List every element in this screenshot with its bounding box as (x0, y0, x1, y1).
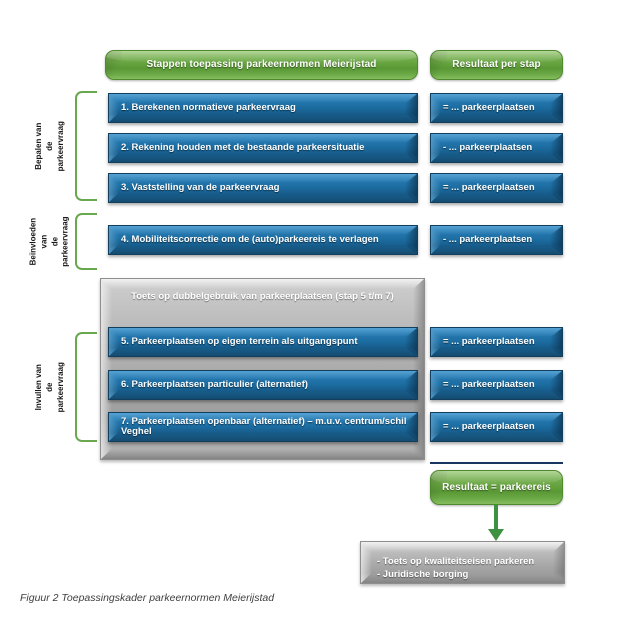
result-bar-1-label: = ... parkeerplaatsen (443, 101, 535, 113)
result-bar-6[interactable]: = ... parkeerplaatsen (430, 370, 563, 400)
bar-bevel-right (405, 226, 417, 254)
step-bar-6[interactable]: 6. Parkeerplaatsen particulier (alternat… (108, 370, 418, 400)
group-box-bevel-bottom (101, 449, 424, 459)
step-bar-2[interactable]: 2. Rekening houden met de bestaande park… (108, 133, 418, 163)
bar-bevel-bottom (431, 153, 562, 162)
bar-bevel-bottom (431, 113, 562, 122)
bar-bevel-right (550, 328, 562, 356)
phase-label-bepalen: Bepalen van de parkeervraag (28, 96, 72, 196)
bar-bevel-right (550, 134, 562, 162)
steps-column-header: Stappen toepassing parkeernormen Meierij… (105, 50, 418, 80)
phase-label-bepalen-text: Bepalen van de parkeervraag (33, 120, 65, 172)
final-requirements-box: - Toets op kwaliteitseisen parkeren - Ju… (360, 541, 565, 584)
step-bar-1-label: 1. Berekenen normatieve parkeervraag (121, 101, 296, 113)
bar-bevel-right (550, 94, 562, 122)
bar-bevel-bottom (431, 193, 562, 202)
result-bar-3[interactable]: = ... parkeerplaatsen (430, 173, 563, 203)
step-bar-7[interactable]: 7. Parkeerplaatsen openbaar (alternatief… (108, 412, 418, 442)
phase-bracket-beinvloeden (75, 213, 97, 270)
bar-bevel-right (405, 94, 417, 122)
result-bar-5-label: = ... parkeerplaatsen (443, 335, 535, 347)
steps-column-header-label: Stappen toepassing parkeernormen Meierij… (146, 59, 377, 71)
step-bar-5-label: 5. Parkeerplaatsen op eigen terrein als … (121, 335, 358, 347)
result-bar-4-label: - ... parkeerplaatsen (443, 233, 533, 245)
bar-bevel-bottom (109, 347, 417, 356)
results-column-header-label: Resultaat per stap (452, 59, 541, 71)
outcome-arrow-head (488, 529, 504, 541)
bar-bevel-right (550, 371, 562, 399)
phase-label-beinvloeden-text: Beïnvloeden van de parkeervraag (28, 216, 70, 268)
figure-caption: Figuur 2 Toepassingskader parkeernormen … (20, 592, 275, 604)
phase-bracket-invullen (75, 332, 97, 442)
bar-bevel-right (550, 174, 562, 202)
step-bar-6-label: 6. Parkeerplaatsen particulier (alternat… (121, 378, 308, 390)
step-bar-2-label: 2. Rekening houden met de bestaande park… (121, 141, 365, 153)
bar-bevel-bottom (109, 245, 417, 254)
result-bar-5[interactable]: = ... parkeerplaatsen (430, 327, 563, 357)
step-bar-3[interactable]: 3. Vaststelling van de parkeervraag (108, 173, 418, 203)
phase-label-beinvloeden: Beïnvloeden van de parkeervraag (28, 204, 72, 280)
bar-bevel-bottom (431, 245, 562, 254)
bar-bevel-bottom (431, 347, 562, 356)
bar-bevel-bottom (109, 113, 417, 122)
bar-bevel-bottom (431, 390, 562, 399)
bar-bevel-right (405, 134, 417, 162)
result-bar-3-label: = ... parkeerplaatsen (443, 181, 535, 193)
results-column-header: Resultaat per stap (430, 50, 563, 80)
bar-bevel-right (405, 174, 417, 202)
bar-bevel-right (550, 226, 562, 254)
outcome-box[interactable]: Resultaat = parkeereis (430, 470, 563, 505)
step-bar-3-label: 3. Vaststelling van de parkeervraag (121, 181, 280, 193)
group-box-title: Toets op dubbelgebruik van parkeerplaats… (131, 291, 394, 302)
phase-bracket-bepalen (75, 91, 97, 201)
step-bar-5[interactable]: 5. Parkeerplaatsen op eigen terrein als … (108, 327, 418, 357)
bar-bevel-bottom (431, 432, 562, 441)
result-bar-7-label: = ... parkeerplaatsen (443, 420, 535, 432)
step-bar-4[interactable]: 4. Mobiliteitscorrectie om de (auto)park… (108, 225, 418, 255)
result-bar-4[interactable]: - ... parkeerplaatsen (430, 225, 563, 255)
step-bar-4-label: 4. Mobiliteitscorrectie om de (auto)park… (121, 233, 379, 245)
bar-bevel-bottom (109, 153, 417, 162)
bar-bevel-right (405, 371, 417, 399)
outcome-arrow-shaft (494, 505, 498, 531)
bar-bevel-right (550, 413, 562, 441)
result-bar-7[interactable]: = ... parkeerplaatsen (430, 412, 563, 442)
phase-label-invullen: Invullen van de parkeervraag (28, 337, 72, 437)
step-bar-7-label: 7. Parkeerplaatsen openbaar (alternatief… (121, 415, 407, 437)
result-bar-2-label: - ... parkeerplaatsen (443, 141, 533, 153)
result-bar-2[interactable]: - ... parkeerplaatsen (430, 133, 563, 163)
result-bar-6-label: = ... parkeerplaatsen (443, 378, 535, 390)
outcome-box-label: Resultaat = parkeereis (442, 481, 551, 493)
outcome-divider-rule (430, 462, 563, 464)
bar-bevel-right (405, 328, 417, 356)
phase-label-invullen-text: Invullen van de parkeervraag (33, 361, 65, 413)
bar-bevel-bottom (109, 193, 417, 202)
result-bar-1[interactable]: = ... parkeerplaatsen (430, 93, 563, 123)
final-requirements-label: - Toets op kwaliteitseisen parkeren - Ju… (377, 556, 535, 580)
bar-bevel-bottom (109, 390, 417, 399)
step-bar-1[interactable]: 1. Berekenen normatieve parkeervraag (108, 93, 418, 123)
